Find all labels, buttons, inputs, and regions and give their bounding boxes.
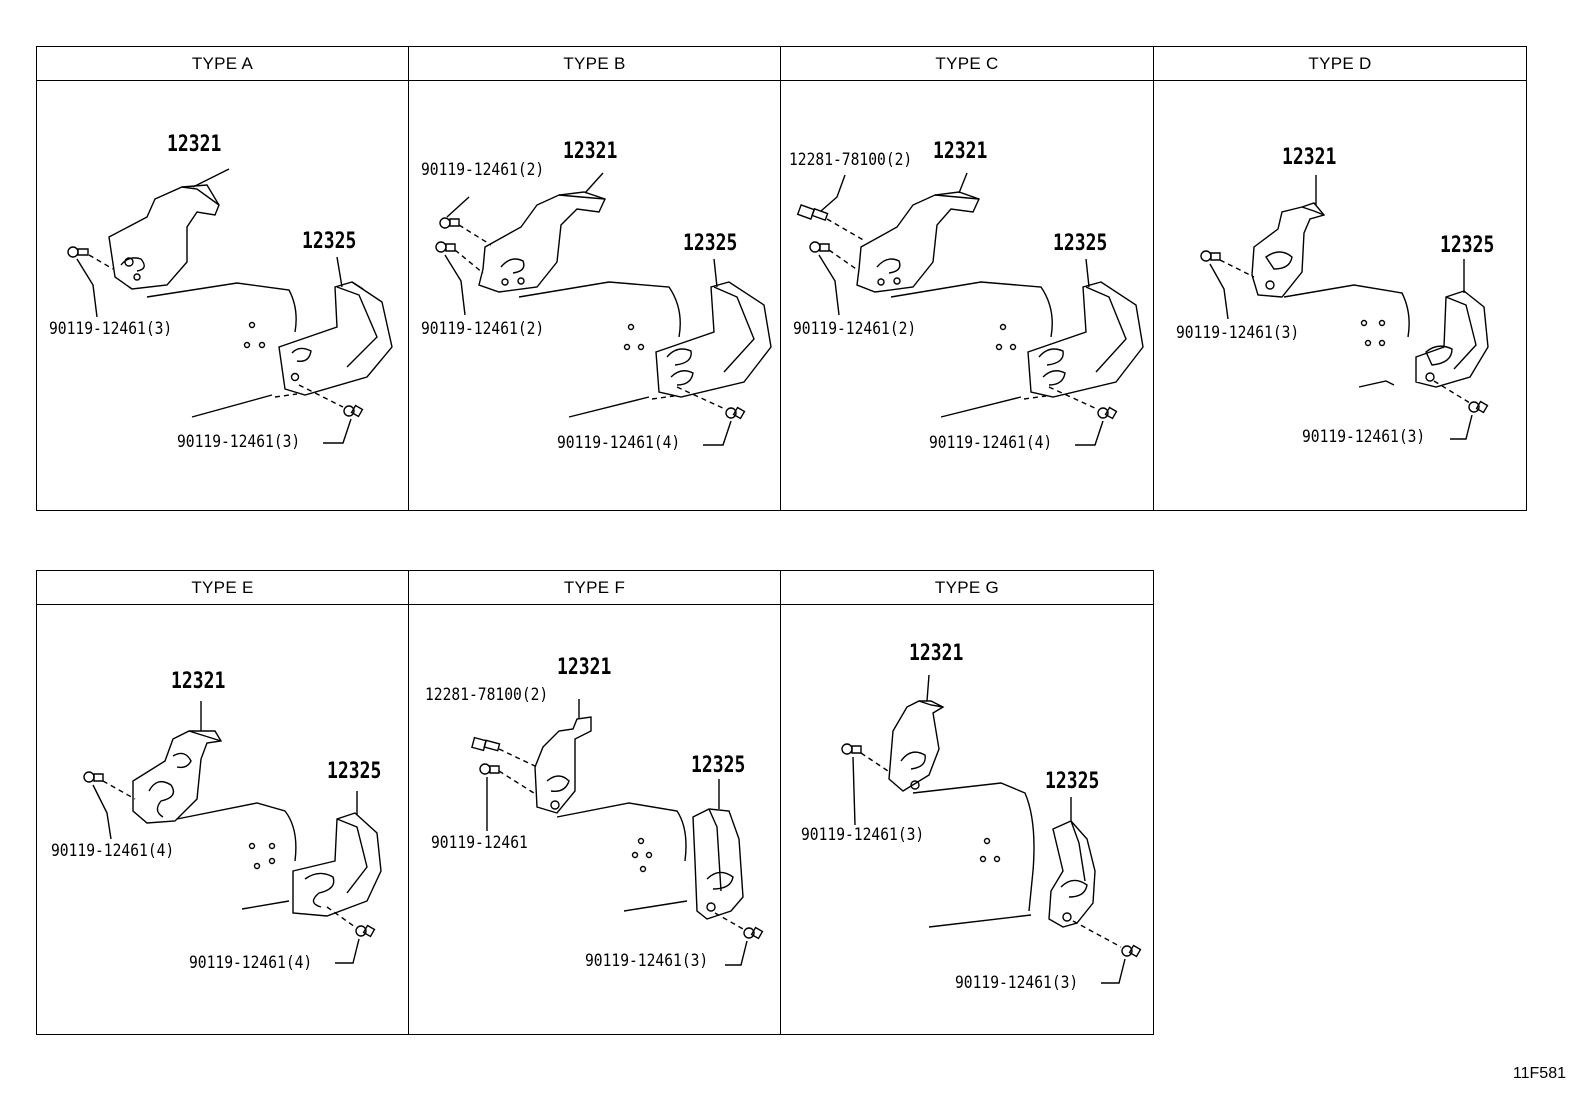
panel-title: TYPE F: [409, 571, 780, 605]
label-bolt-lower: 90119-12461(4): [189, 953, 313, 973]
label-12321: 12321: [909, 641, 964, 666]
panel-title: TYPE E: [37, 571, 408, 605]
label-bolt-upper: 90119-12461(3): [49, 319, 173, 339]
label-bolt-upper: 90119-12461(3): [1176, 323, 1300, 343]
panel-title: TYPE B: [409, 47, 780, 81]
label-12321: 12321: [171, 669, 226, 694]
catalog-code: 11F581: [1512, 1065, 1566, 1082]
label-12325: 12325: [327, 759, 382, 784]
label-bolt-lower: 90119-12461(3): [1302, 427, 1426, 447]
label-12321: 12321: [557, 655, 612, 680]
panel-type-b: TYPE B: [408, 46, 781, 511]
label-12325: 12325: [683, 231, 738, 256]
panel-type-c: TYPE C: [780, 46, 1154, 511]
panel-type-d: TYPE D 12321 12325 90119: [1153, 46, 1527, 511]
label-bolt-lower: 90119-12461(3): [177, 432, 301, 452]
label-stud-top: 12281-78100(2): [425, 685, 549, 705]
label-12321: 12321: [167, 132, 222, 157]
label-12325: 12325: [1440, 233, 1495, 258]
type-e-illustration: [37, 571, 409, 1034]
panel-title: TYPE C: [781, 47, 1153, 81]
label-12325: 12325: [1045, 769, 1100, 794]
panel-type-e: TYPE E 12321 12325 90119-12461(: [36, 570, 409, 1035]
type-c-illustration: [781, 47, 1153, 510]
type-b-illustration: [409, 47, 781, 510]
label-bolt-upper: 90119-12461(4): [51, 841, 175, 861]
panel-type-f: TYPE F 12321 12325: [408, 570, 781, 1035]
label-bolt-top: 90119-12461(2): [421, 160, 545, 180]
label-bolt-lower: 90119-12461(4): [557, 433, 681, 453]
label-bolt-lower: 90119-12461(4): [929, 433, 1053, 453]
panel-type-a: TYPE A: [36, 46, 409, 511]
label-12325: 12325: [302, 229, 357, 254]
label-12321: 12321: [1282, 145, 1337, 170]
panel-title: TYPE G: [781, 571, 1153, 605]
panel-title: TYPE D: [1154, 47, 1526, 81]
type-d-illustration: [1154, 47, 1526, 510]
label-stud-top: 12281-78100(2): [789, 150, 913, 170]
label-12325: 12325: [691, 753, 746, 778]
panel-title: TYPE A: [37, 47, 408, 81]
label-bolt-upper: 90119-12461(2): [793, 319, 917, 339]
type-a-illustration: [37, 47, 409, 510]
label-bolt-lower: 90119-12461(3): [585, 951, 709, 971]
label-bolt-upper: 90119-12461(2): [421, 319, 545, 339]
label-12321: 12321: [933, 139, 988, 164]
label-bolt-upper: 90119-12461(3): [801, 825, 925, 845]
label-bolt-lower: 90119-12461(3): [955, 973, 1079, 993]
label-12325: 12325: [1053, 231, 1108, 256]
panel-type-g: TYPE G 12321 12325 90119: [780, 570, 1154, 1035]
label-12321: 12321: [563, 139, 618, 164]
type-f-illustration: [409, 571, 781, 1034]
type-g-illustration: [781, 571, 1153, 1034]
label-bolt-upper: 90119-12461: [431, 833, 528, 853]
